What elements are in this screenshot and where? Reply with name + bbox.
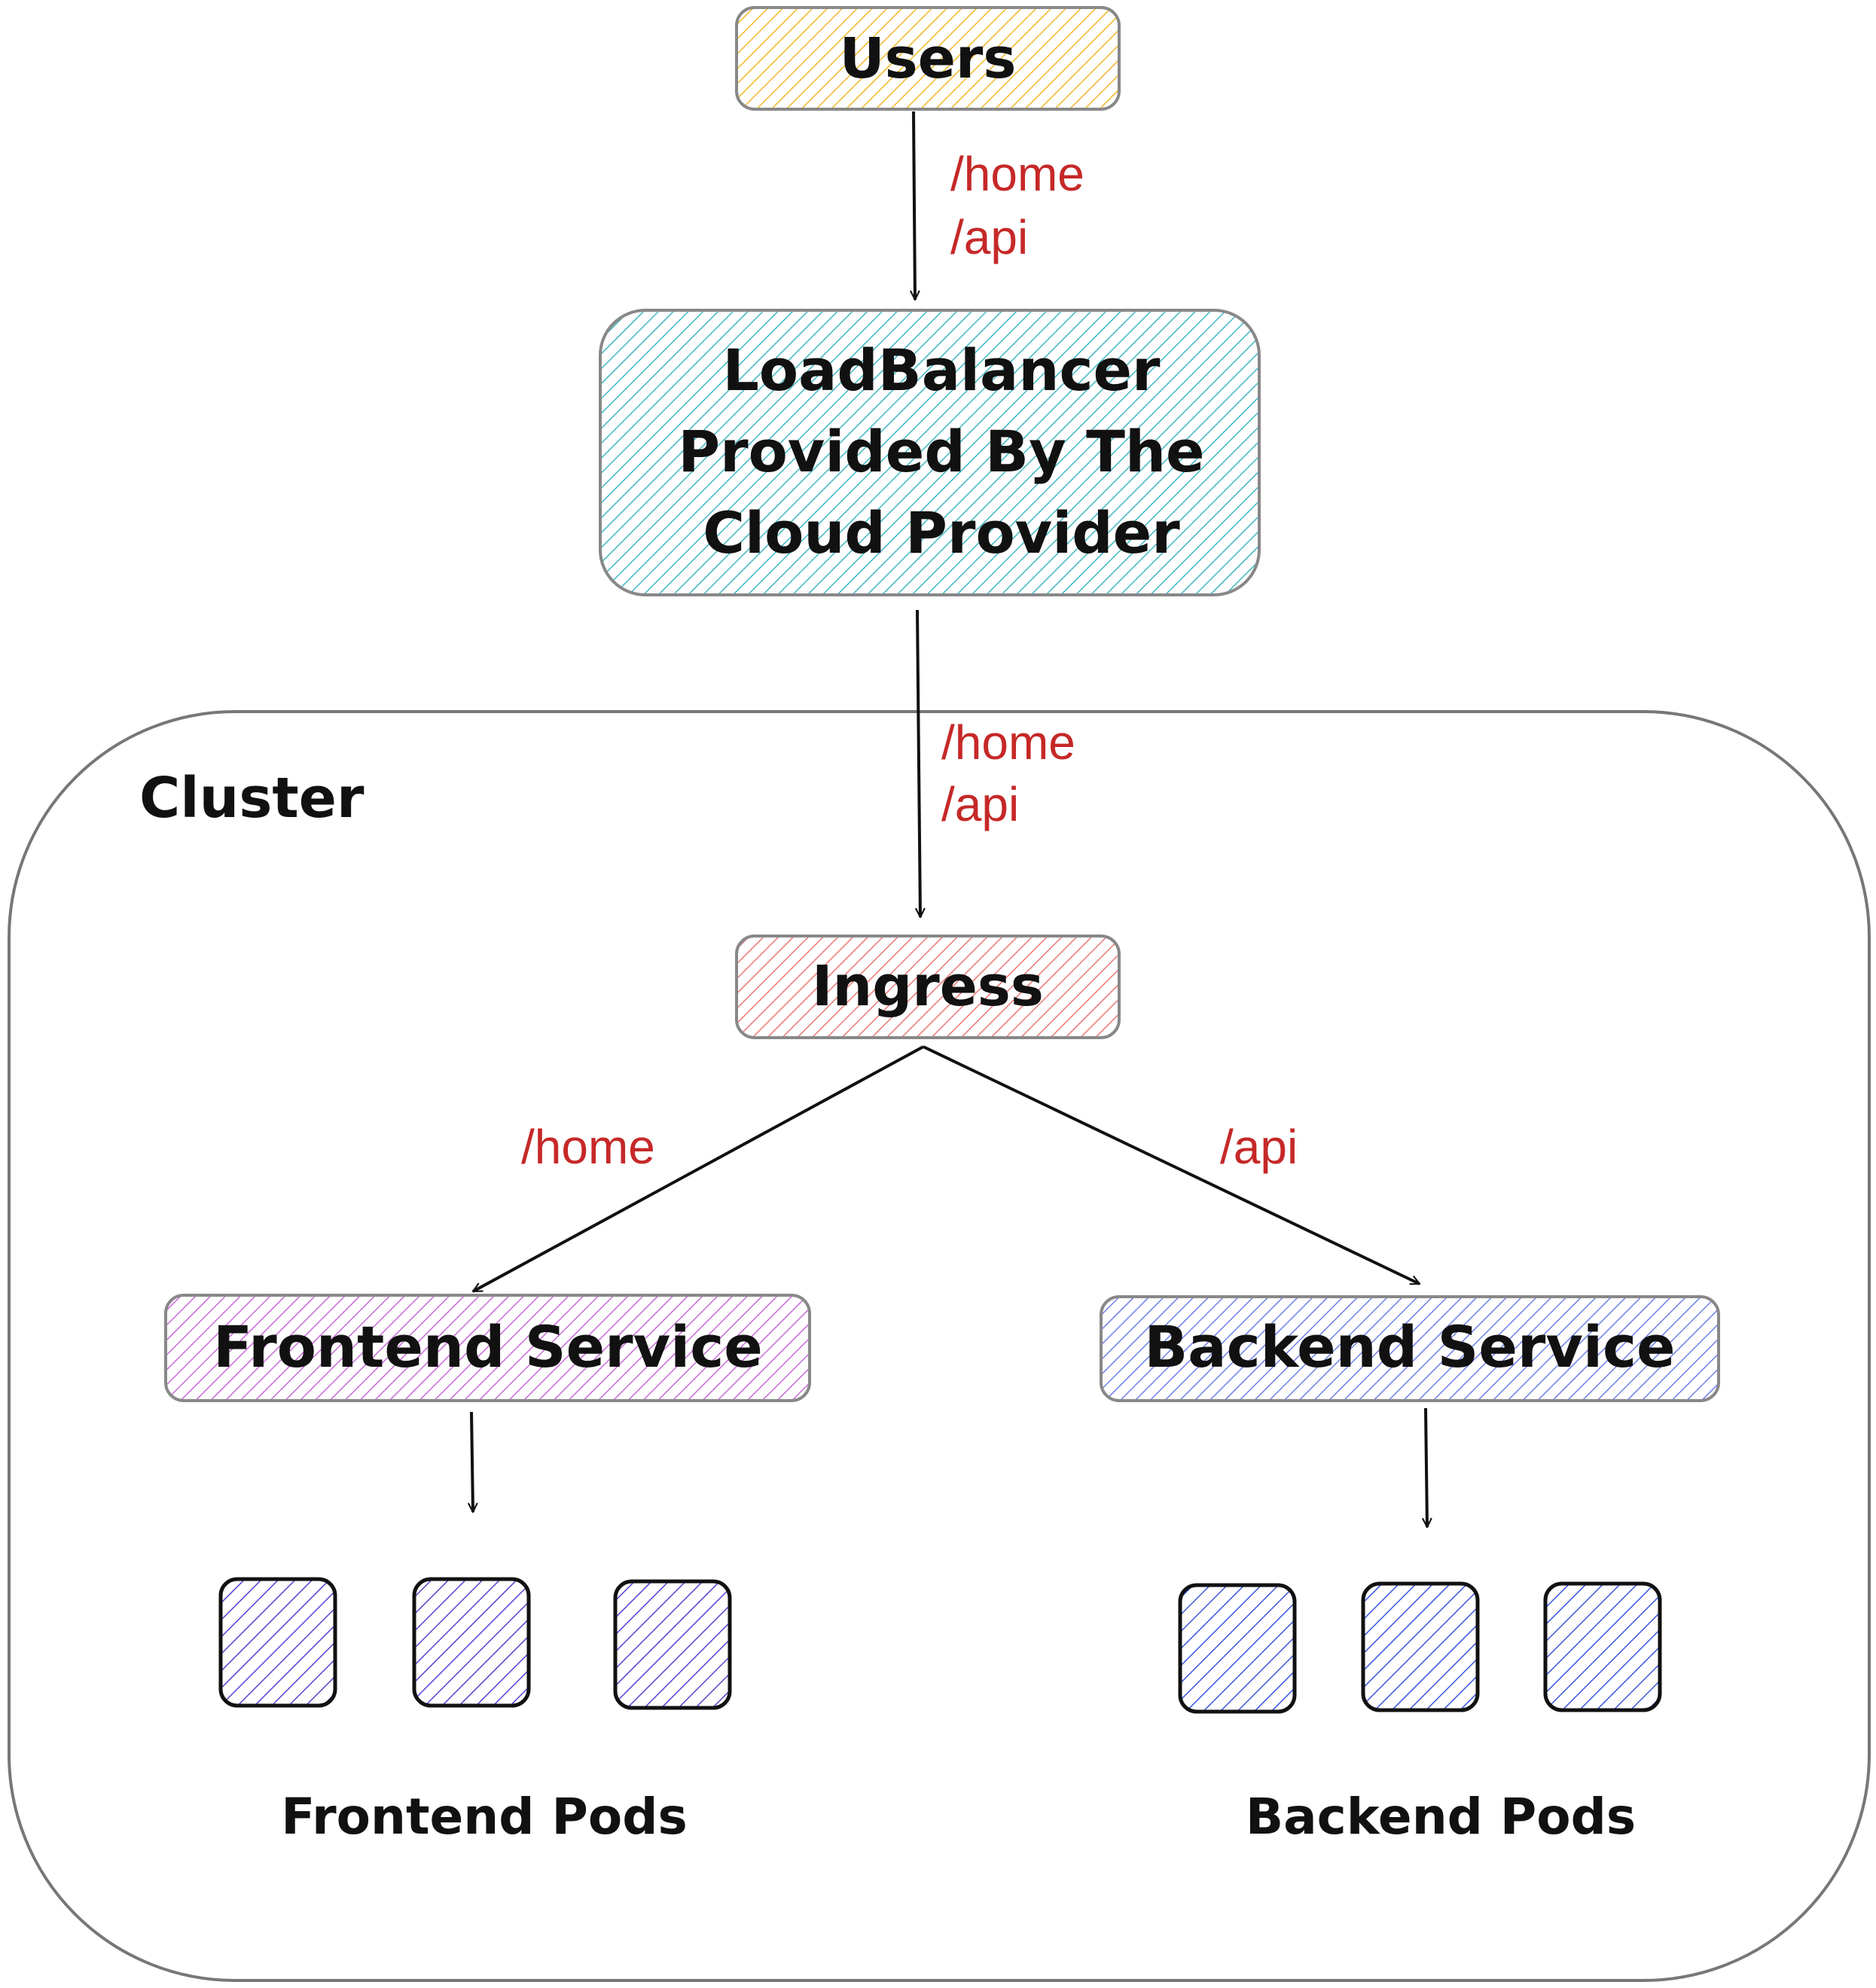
backend-pod (1543, 1581, 1662, 1712)
frontend-service-label: Frontend Service (213, 1313, 763, 1380)
route-ingress-frontend: /home (521, 1120, 655, 1174)
route-users-lb-home: /home (950, 147, 1084, 201)
frontend-pod (218, 1577, 337, 1708)
backend-pod (1361, 1581, 1480, 1712)
backend-service-label: Backend Service (1144, 1313, 1675, 1380)
users-label: Users (840, 26, 1017, 91)
frontend-pod (412, 1577, 531, 1708)
arrow-users-to-loadbalancer (910, 111, 920, 301)
loadbalancer-line-3: Cloud Provider (703, 499, 1180, 566)
loadbalancer-line-2: Provided By The (678, 418, 1204, 485)
loadbalancer-line-1: LoadBalancer (722, 337, 1161, 404)
route-lb-ingress-home: /home (941, 715, 1075, 770)
arrow-ingress-to-backend (923, 1045, 1421, 1285)
cluster-boundary (8, 710, 1871, 1982)
frontend-pods-label: Frontend Pods (281, 1788, 688, 1846)
arrow-frontend-to-pods (468, 1411, 478, 1514)
route-lb-ingress-api: /api (941, 777, 1019, 831)
ingress-label: Ingress (812, 954, 1044, 1019)
route-ingress-backend: /api (1220, 1120, 1298, 1174)
arrow-ingress-to-frontend (471, 1045, 924, 1293)
loadbalancer-node: LoadBalancer Provided By The Cloud Provi… (599, 309, 1261, 596)
frontend-pod (613, 1579, 732, 1710)
backend-service-node: Backend Service (1100, 1295, 1720, 1402)
backend-pods-label: Backend Pods (1246, 1788, 1636, 1846)
route-users-lb-api: /api (950, 210, 1028, 264)
frontend-service-node: Frontend Service (164, 1294, 811, 1402)
arrow-backend-to-pods (1422, 1407, 1432, 1529)
ingress-node: Ingress (735, 935, 1121, 1039)
arrow-loadbalancer-to-ingress (915, 609, 926, 919)
backend-pod (1178, 1583, 1297, 1714)
cluster-label: Cluster (139, 766, 365, 831)
users-node: Users (735, 6, 1121, 111)
